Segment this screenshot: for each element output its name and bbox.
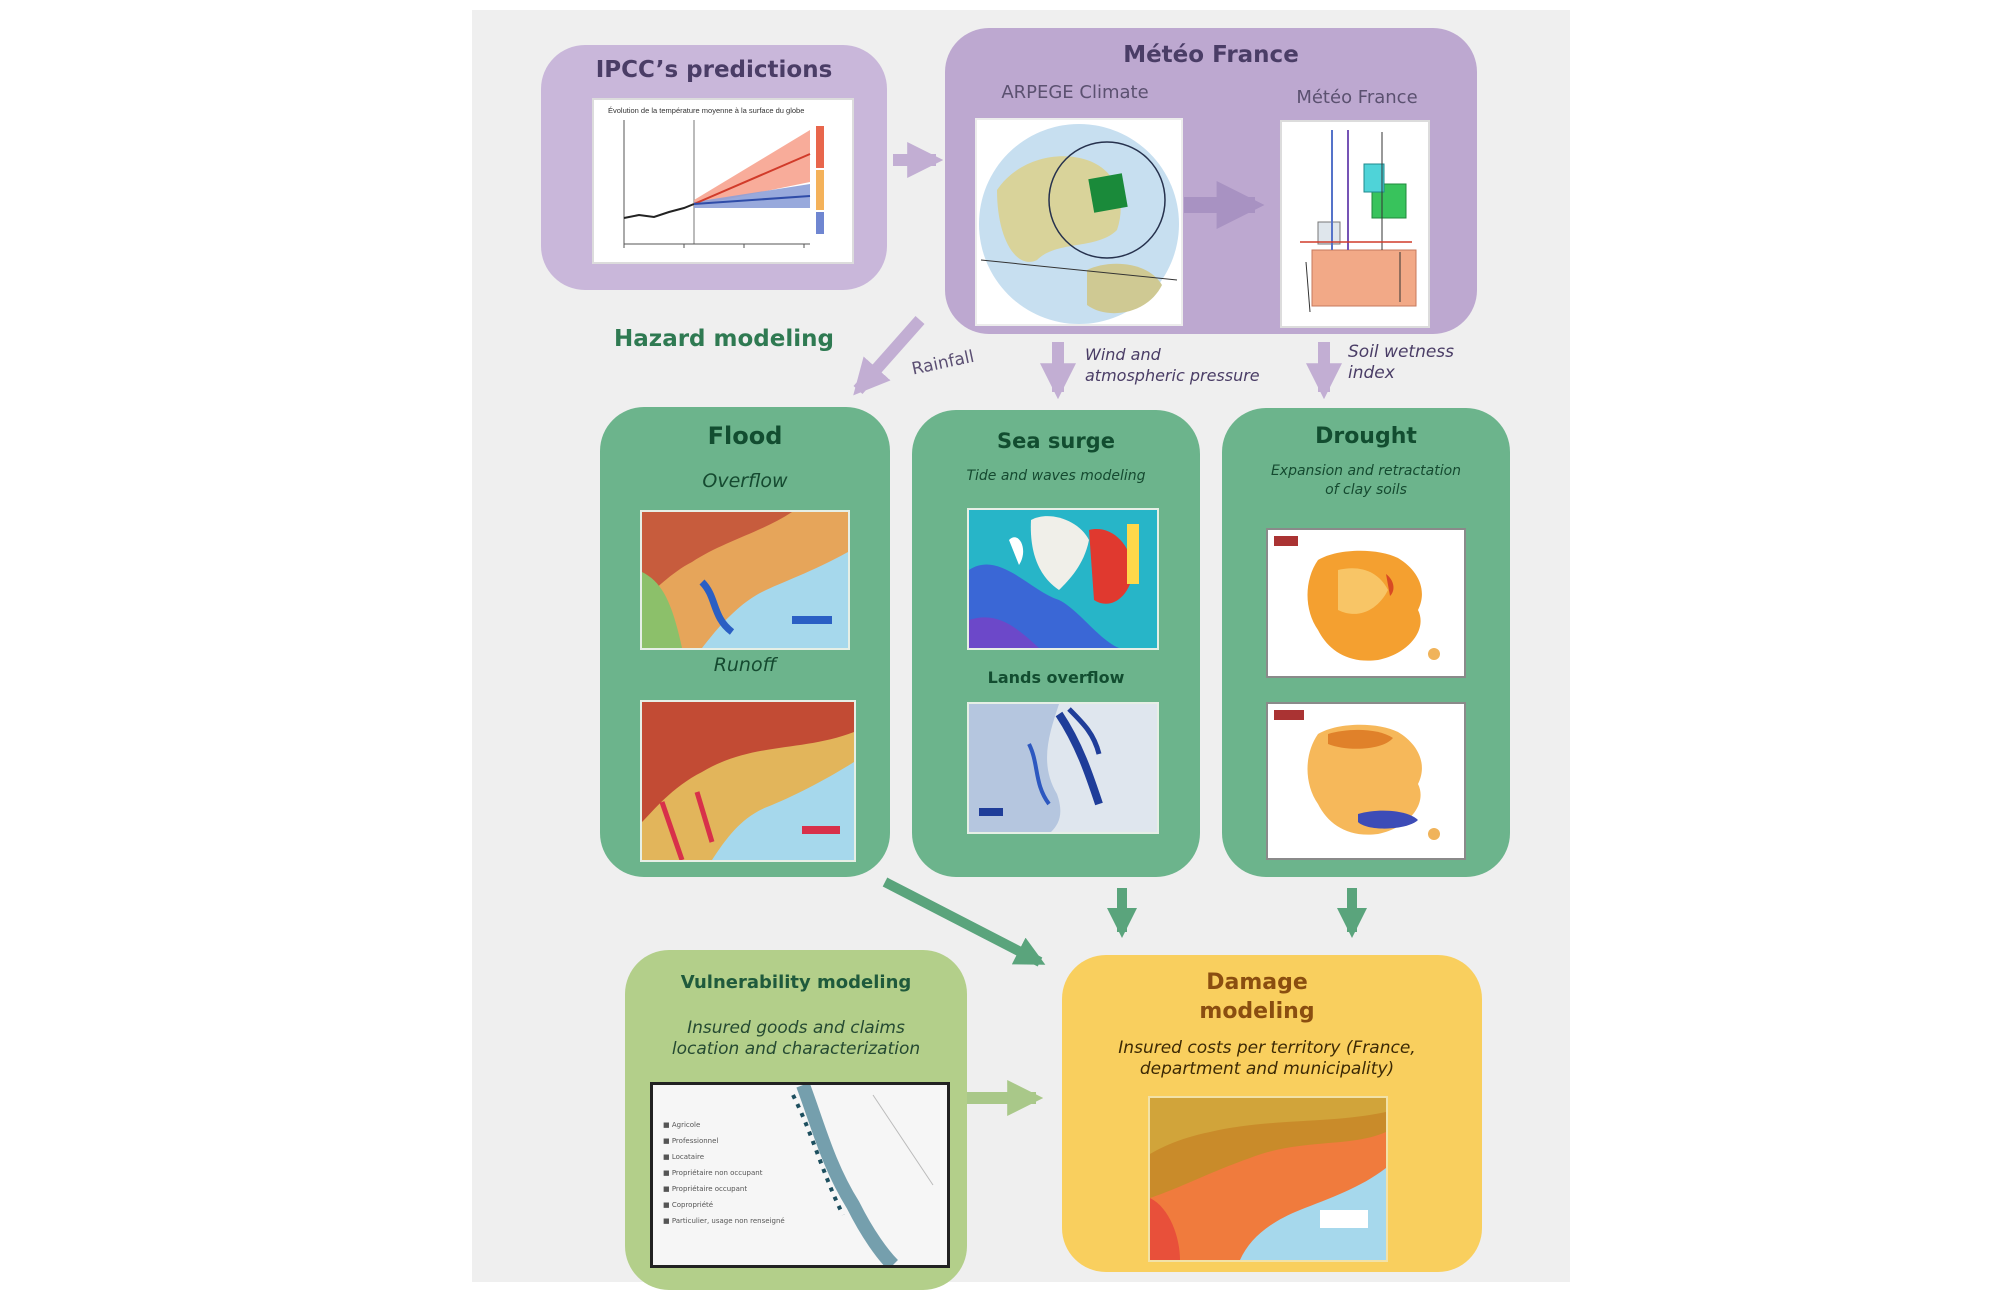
overflow-label: Overflow <box>702 470 788 492</box>
lands-overflow-map <box>967 702 1159 834</box>
meteo-sub-label: Météo France <box>1296 87 1418 108</box>
damage-subtitle: Insured costs per territory (France, dep… <box>1118 1038 1416 1079</box>
drought-map-1 <box>1266 528 1466 678</box>
hazard-modeling-title: Hazard modeling <box>614 326 834 352</box>
sea-surge-subtitle: Tide and waves modeling <box>966 468 1146 484</box>
runoff-map <box>640 700 856 862</box>
soil-wetness-label: Soil wetness index <box>1348 342 1455 383</box>
svg-text:■ Propriétaire non occupant: ■ Propriétaire non occupant <box>663 1169 763 1177</box>
ipcc-title: IPCC’s predictions <box>595 57 833 83</box>
vulnerability-title: Vulnerability modeling <box>680 972 912 993</box>
drought-map-2 <box>1266 702 1466 860</box>
flood-title: Flood <box>707 422 783 450</box>
drought-title: Drought <box>1315 424 1417 449</box>
svg-text:■ Agricole: ■ Agricole <box>663 1121 700 1129</box>
runoff-label: Runoff <box>713 654 777 676</box>
vulnerability-subtitle: Insured goods and claims location and ch… <box>671 1018 921 1059</box>
arpege-label: ARPEGE Climate <box>1001 82 1149 103</box>
damage-costs-map <box>1148 1096 1388 1262</box>
vulnerability-claims-map: ■ Agricole ■ Professionnel ■ Locataire ■… <box>650 1082 950 1268</box>
svg-text:■ Professionnel: ■ Professionnel <box>663 1137 718 1145</box>
ipcc-temperature-chart: Évolution de la température moyenne à la… <box>592 98 854 264</box>
svg-text:■ Propriétaire occupant: ■ Propriétaire occupant <box>663 1185 747 1193</box>
svg-text:■ Particulier, usage non rense: ■ Particulier, usage non renseigné <box>663 1217 785 1225</box>
drought-subtitle: Expansion and retractation of clay soils <box>1270 463 1462 498</box>
svg-text:■ Locataire: ■ Locataire <box>663 1153 704 1161</box>
sea-surge-title: Sea surge <box>997 429 1115 453</box>
lands-overflow-label: Lands overflow <box>987 668 1125 687</box>
svg-text:■ Copropriété: ■ Copropriété <box>663 1201 713 1209</box>
overflow-map <box>640 510 850 650</box>
wind-pressure-label: Wind and atmospheric pressure <box>1085 345 1260 385</box>
tide-waves-map <box>967 508 1159 650</box>
meteo-france-title: Météo France <box>1123 42 1299 68</box>
ipcc-chart-caption: Évolution de la température moyenne à la… <box>608 106 804 115</box>
damage-title: Damage modeling <box>1199 970 1315 1024</box>
arpege-globe-image <box>975 118 1183 326</box>
meteo-water-balance-diagram <box>1280 120 1430 328</box>
